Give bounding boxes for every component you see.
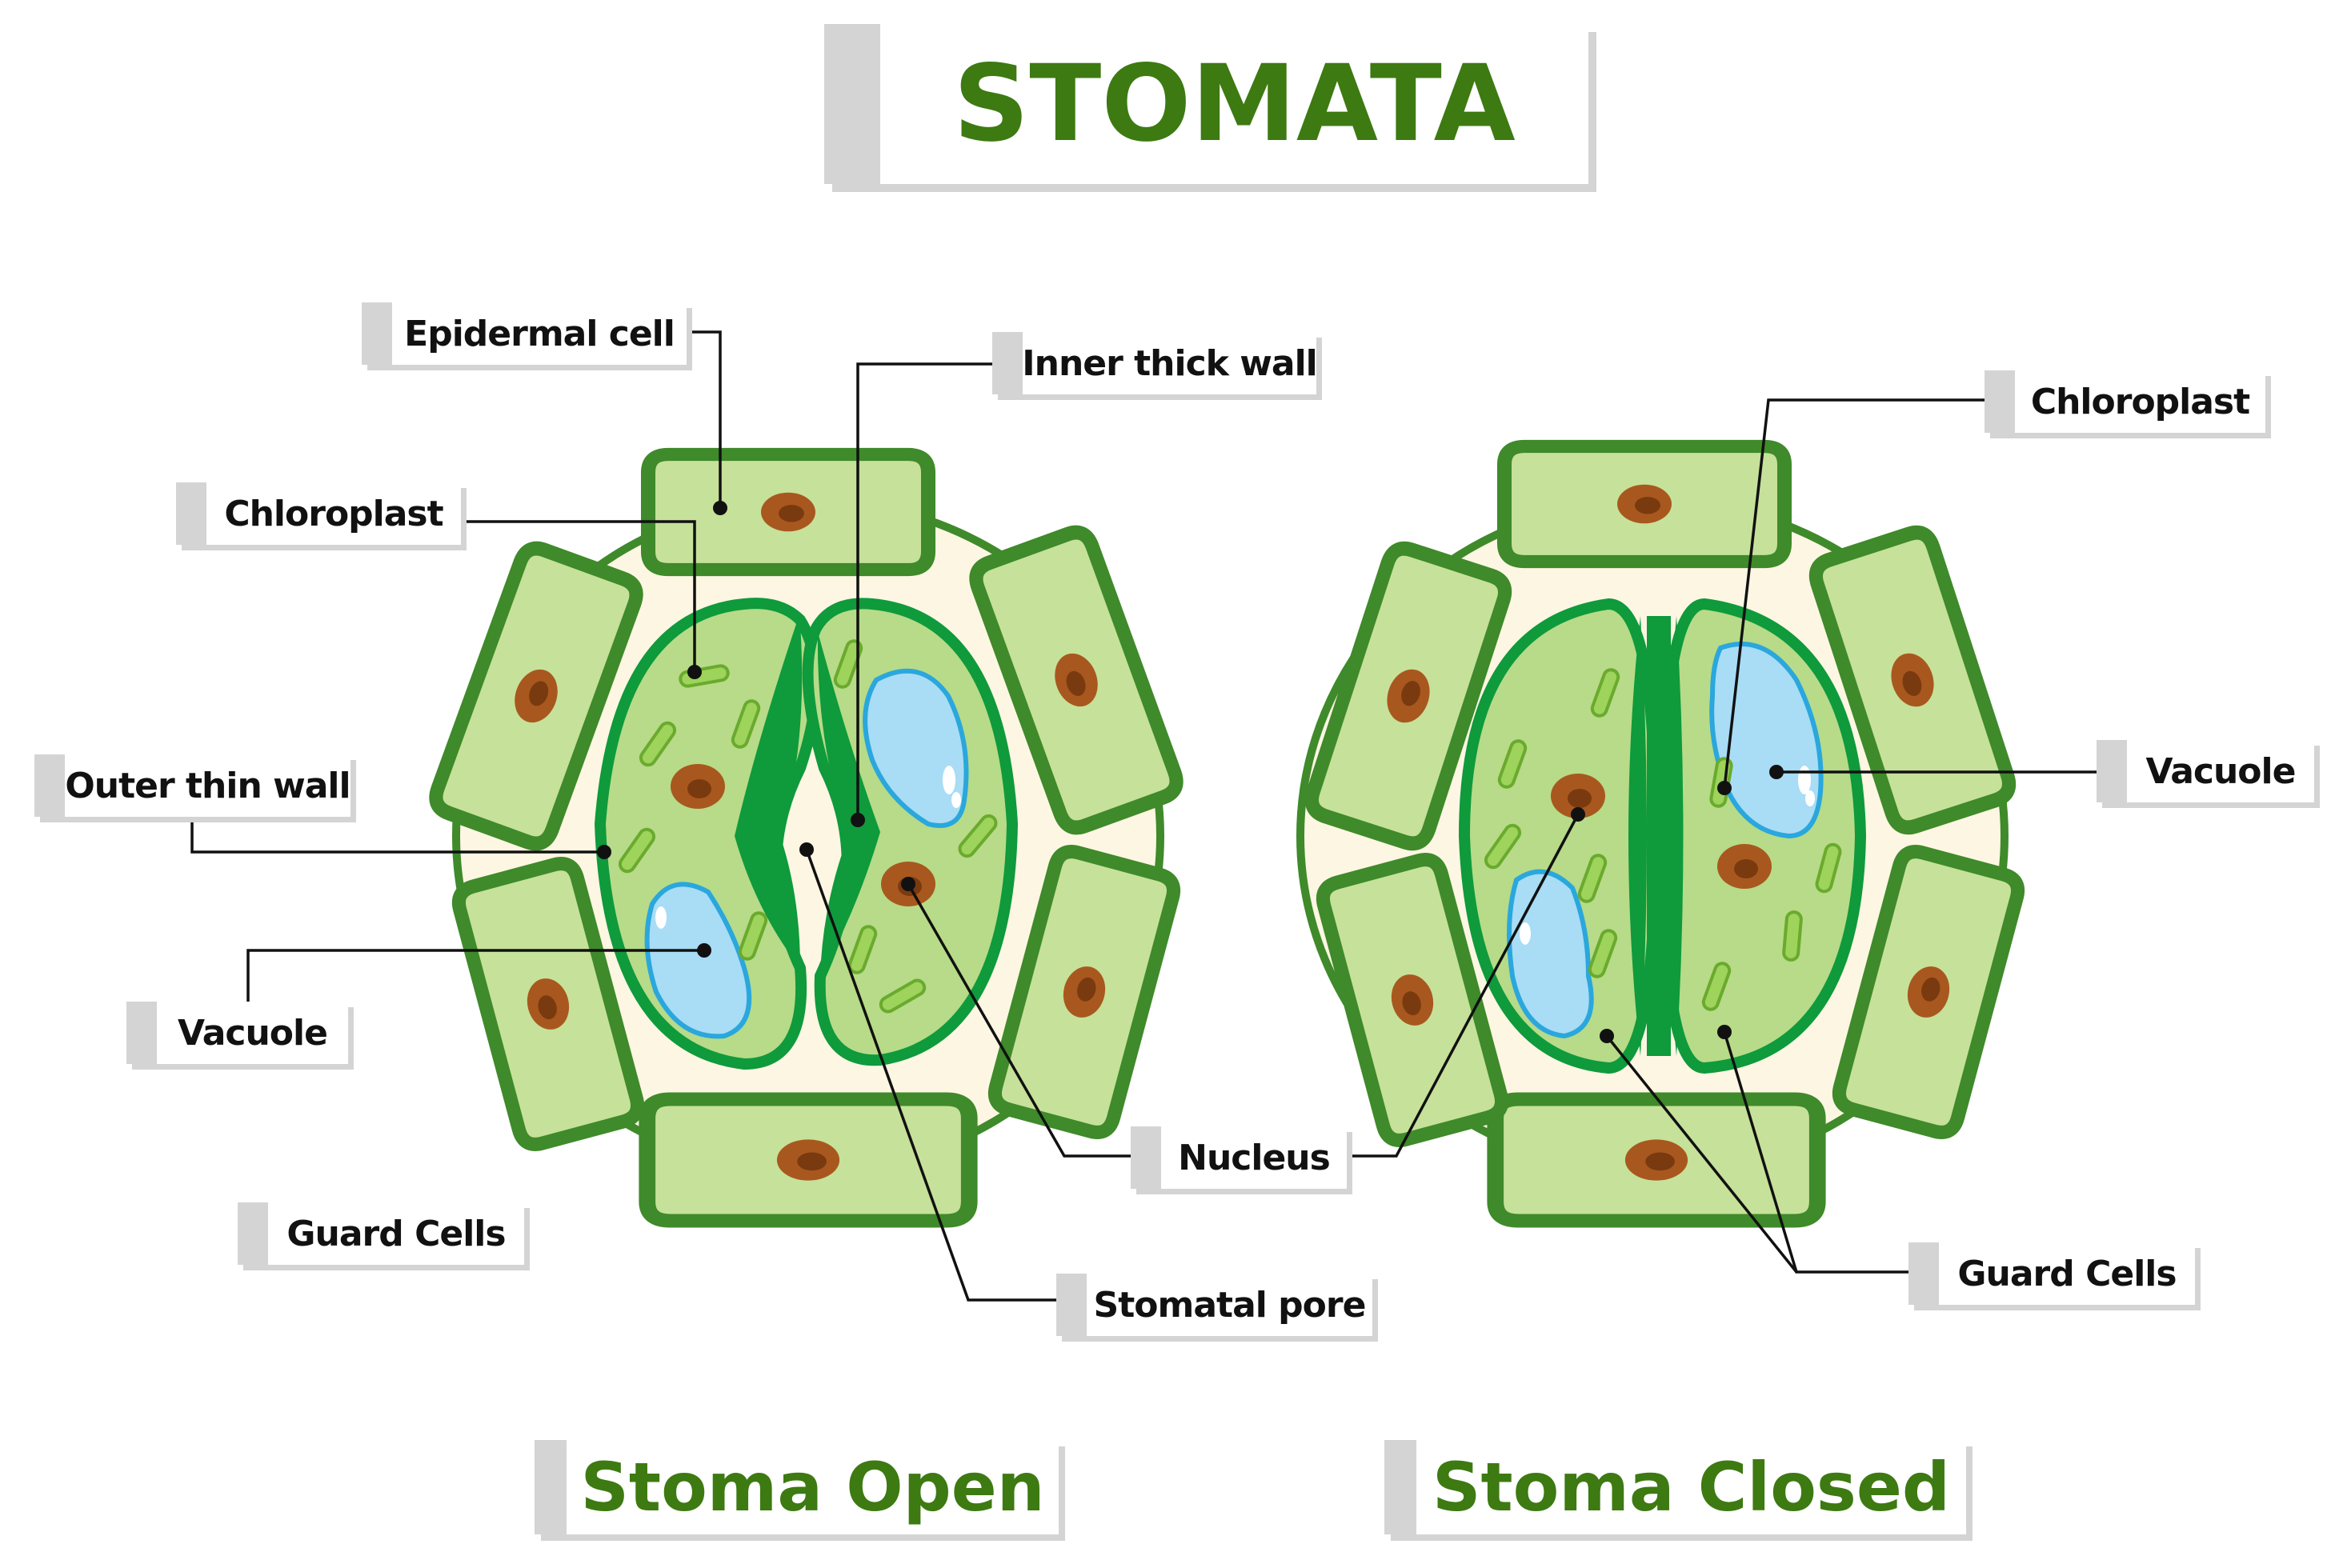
open-inner-wall-right xyxy=(817,632,880,976)
closed-vacuole-right xyxy=(1709,642,1824,839)
closed-vacuole-left xyxy=(1507,869,1594,1039)
label-inner-thick-wall: Inner thick wall xyxy=(992,332,1318,394)
closed-stoma xyxy=(1296,446,2021,1221)
label-outer-thin-wall: Outer thin wall xyxy=(34,754,351,817)
label-guard-cells-closed: Guard Cells xyxy=(1908,1242,2195,1305)
label-guard-cells-open: Guard Cells xyxy=(238,1202,524,1265)
open-inner-wall-left xyxy=(735,624,803,968)
label-stomatal-pore: Stomatal pore xyxy=(1056,1274,1372,1336)
label-vacuole-closed: Vacuole xyxy=(2097,740,2314,802)
caption-stoma-open: Stoma Open xyxy=(535,1440,1059,1534)
closed-guard-cells xyxy=(1458,598,1867,1074)
label-epidermal-cell: Epidermal cell xyxy=(362,302,687,365)
open-stoma xyxy=(431,454,1182,1221)
page-title: STOMATA xyxy=(824,24,1588,184)
open-vacuole-left xyxy=(644,882,752,1039)
leader-dots xyxy=(597,501,1784,1043)
closed-inner-wall-left xyxy=(1628,616,1647,1056)
leader-lines xyxy=(190,330,2097,1302)
open-vacuole-right xyxy=(863,668,969,828)
caption-stoma-closed: Stoma Closed xyxy=(1384,1440,1966,1534)
label-chloroplast-open: Chloroplast xyxy=(176,482,461,545)
label-nucleus: Nucleus xyxy=(1131,1126,1347,1189)
label-chloroplast-closed: Chloroplast xyxy=(1985,370,2265,433)
label-vacuole-open: Vacuole xyxy=(126,1002,348,1064)
